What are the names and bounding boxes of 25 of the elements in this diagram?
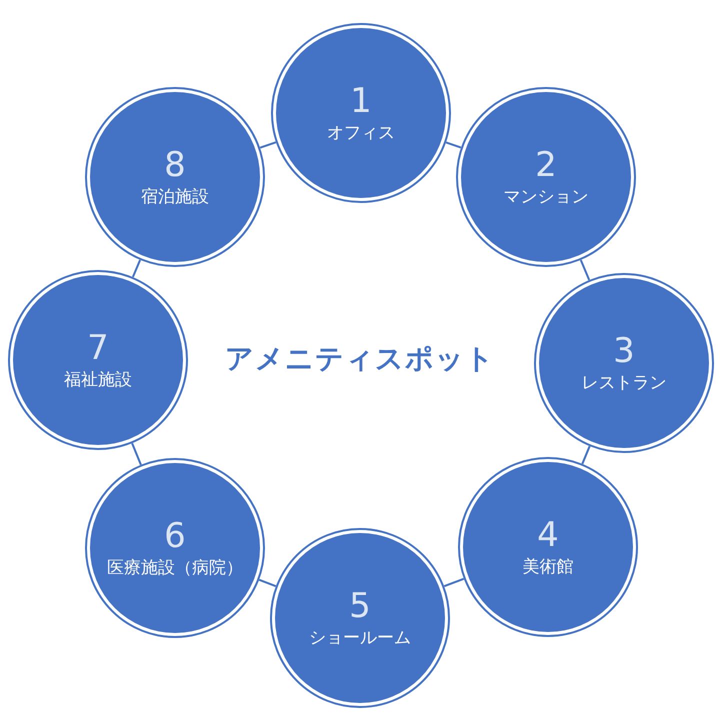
circle-number: 7 <box>87 328 109 369</box>
connector-line <box>580 260 590 280</box>
circle-label: 医療施設（病院） <box>107 556 243 580</box>
connector-line <box>581 446 591 464</box>
circle-number: 8 <box>164 145 186 186</box>
circle-number: 1 <box>350 81 372 122</box>
connector-line <box>444 578 464 588</box>
connector-line <box>131 442 142 466</box>
connector-line <box>258 578 276 588</box>
circle-number: 5 <box>349 586 371 627</box>
circle-number: 3 <box>613 331 635 372</box>
connector-line <box>132 260 142 278</box>
circle-number: 6 <box>164 516 186 557</box>
circle-label: マンション <box>504 186 588 209</box>
connector-line <box>260 141 276 149</box>
circle-label: 宿泊施設 <box>141 186 209 209</box>
circle-label: オフィス <box>327 122 395 145</box>
connector-line <box>446 141 462 149</box>
circle-number: 2 <box>535 145 557 186</box>
circle-label: 美術館 <box>522 556 574 579</box>
diagram-title: アメニティスポット <box>224 341 496 377</box>
circle-label: ショールーム <box>309 626 411 650</box>
circle-label: レストラン <box>582 372 666 395</box>
circle-label: 福祉施設 <box>64 368 132 392</box>
circle-number: 4 <box>537 515 559 556</box>
